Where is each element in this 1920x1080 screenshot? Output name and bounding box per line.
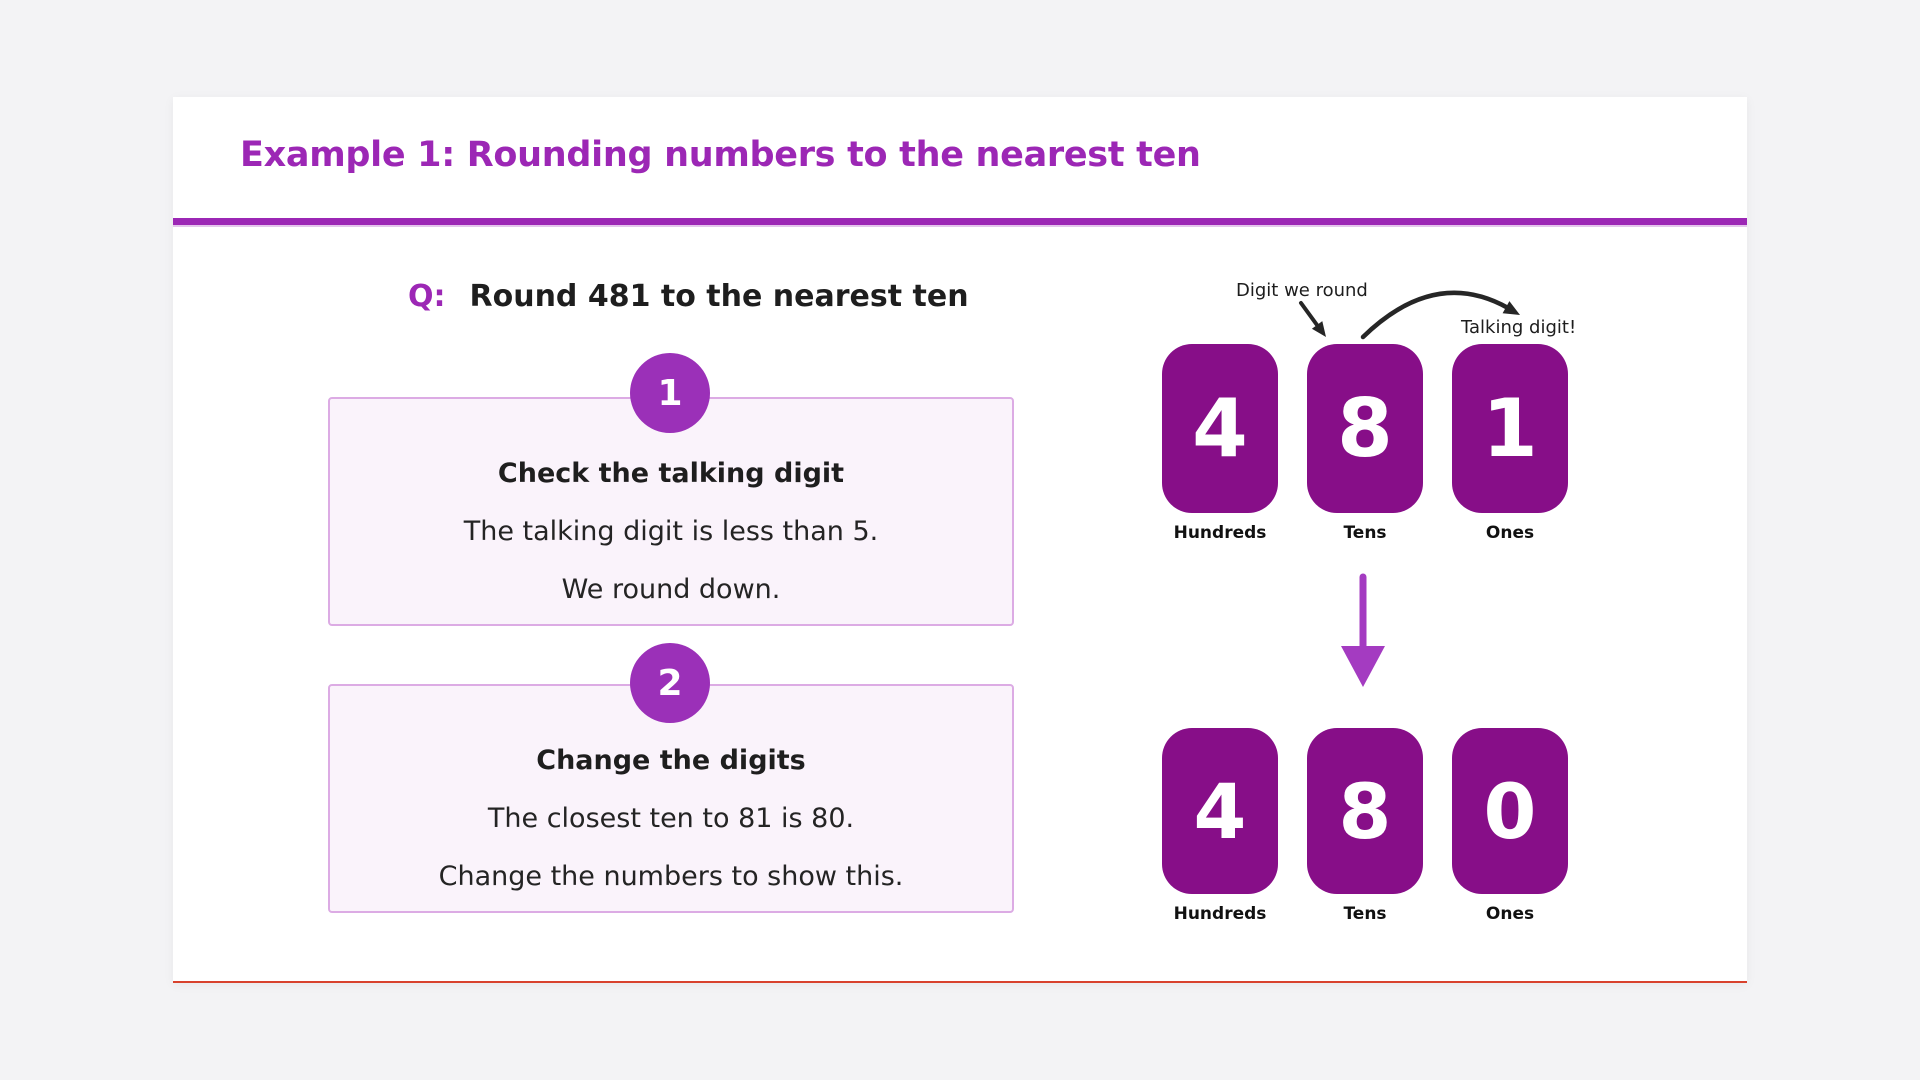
down-arrow-icon (1341, 573, 1385, 687)
card-group-tens-top: 8 Tens (1307, 344, 1423, 543)
question-text: Round 481 to the nearest ten (469, 279, 969, 314)
digit-card-hundreds-bottom: 4 (1162, 728, 1278, 894)
digit-card-ones-bottom: 0 (1452, 728, 1568, 894)
place-label-ones-top: Ones (1485, 523, 1535, 543)
step-1-badge: 1 (630, 353, 710, 433)
digit-card-tens-bottom: 8 (1307, 728, 1423, 894)
place-label-ones-bottom: Ones (1485, 904, 1535, 924)
question-row: Q: Round 481 to the nearest ten (408, 279, 969, 314)
slide-panel: Example 1: Rounding numbers to the neare… (173, 97, 1747, 983)
header-divider (173, 218, 1747, 227)
step-1-heading: Check the talking digit (497, 458, 845, 489)
place-label-tens-bottom: Tens (1343, 904, 1387, 924)
digit-value: 8 (1338, 766, 1392, 856)
slide-title: Example 1: Rounding numbers to the neare… (240, 135, 1201, 175)
digit-value: 1 (1482, 382, 1538, 475)
place-label-tens-top: Tens (1343, 523, 1387, 543)
card-group-ones-bottom: 0 Ones (1452, 728, 1568, 924)
card-group-hundreds-bottom: 4 Hundreds (1162, 728, 1278, 924)
step-1-line-2: We round down. (561, 574, 781, 605)
pointer-arrow-icon (1299, 301, 1326, 337)
place-value-row-top: 4 Hundreds 8 Tens 1 Ones (1162, 344, 1568, 543)
place-label-hundreds-top: Hundreds (1173, 523, 1267, 543)
card-group-tens-bottom: 8 Tens (1307, 728, 1423, 924)
digit-card-hundreds-top: 4 (1162, 344, 1278, 513)
place-label-hundreds-bottom: Hundreds (1173, 904, 1267, 924)
step-1-box: Check the talking digit The talking digi… (328, 397, 1014, 626)
digit-value: 4 (1193, 766, 1247, 856)
place-value-row-bottom: 4 Hundreds 8 Tens 0 Ones (1162, 728, 1568, 924)
digit-value: 8 (1337, 382, 1393, 475)
digit-card-tens-top: 8 (1307, 344, 1423, 513)
step-2-line-1: The closest ten to 81 is 80. (487, 803, 855, 834)
step-2-line-2: Change the numbers to show this. (438, 861, 904, 892)
digit-value: 0 (1483, 766, 1537, 856)
question-prefix: Q: (408, 279, 446, 314)
annotation-talking-digit: Talking digit! (1461, 317, 1577, 338)
step-1-line-1: The talking digit is less than 5. (463, 516, 879, 547)
step-2-badge: 2 (630, 643, 710, 723)
digit-value: 4 (1192, 382, 1248, 475)
card-group-hundreds-top: 4 Hundreds (1162, 344, 1278, 543)
digit-card-ones-top: 1 (1452, 344, 1568, 513)
step-2-heading: Change the digits (536, 745, 806, 776)
annotation-digit-we-round: Digit we round (1236, 280, 1368, 301)
card-group-ones-top: 1 Ones (1452, 344, 1568, 543)
